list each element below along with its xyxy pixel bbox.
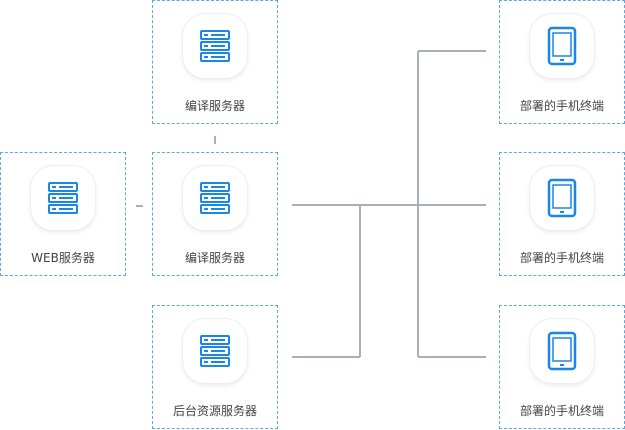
server-icon bbox=[200, 182, 230, 214]
tablet-icon bbox=[547, 26, 577, 66]
server-badge bbox=[183, 319, 247, 383]
node-web-server: WEB服务器 bbox=[0, 152, 126, 276]
node-backend-server: 后台资源服务器 bbox=[152, 305, 278, 429]
node-label: 编译服务器 bbox=[184, 251, 245, 265]
node-device-top: 部署的手机终端 bbox=[499, 0, 625, 124]
node-label: 部署的手机终端 bbox=[519, 99, 604, 113]
tablet-icon bbox=[547, 331, 577, 371]
node-compile-server-main: 编译服务器 bbox=[152, 152, 278, 276]
node-label: 后台资源服务器 bbox=[172, 404, 257, 418]
tablet-badge bbox=[530, 14, 594, 78]
node-label: 编译服务器 bbox=[184, 99, 245, 113]
node-label: 部署的手机终端 bbox=[519, 251, 604, 265]
server-badge bbox=[31, 166, 95, 230]
tablet-badge bbox=[530, 319, 594, 383]
node-compile-server-top: 编译服务器 bbox=[152, 0, 278, 124]
server-badge bbox=[183, 14, 247, 78]
node-label: 部署的手机终端 bbox=[519, 404, 604, 418]
node-device-bottom: 部署的手机终端 bbox=[499, 305, 625, 429]
node-device-middle: 部署的手机终端 bbox=[499, 152, 625, 276]
server-icon bbox=[200, 335, 230, 367]
tablet-badge bbox=[530, 166, 594, 230]
server-badge bbox=[183, 166, 247, 230]
node-label: WEB服务器 bbox=[31, 251, 95, 265]
server-icon bbox=[48, 182, 78, 214]
tablet-icon bbox=[547, 178, 577, 218]
server-icon bbox=[200, 30, 230, 62]
